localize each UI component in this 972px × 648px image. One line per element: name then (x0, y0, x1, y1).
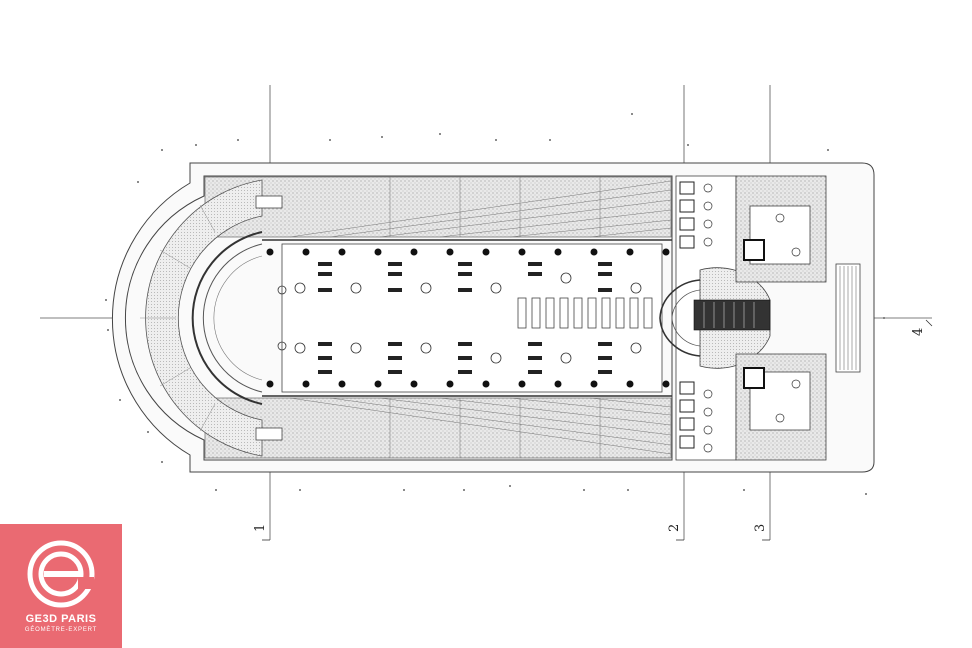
nave (262, 239, 672, 397)
west-apse (140, 179, 283, 457)
axis-ticks (262, 319, 933, 541)
axis-label-3: 3 (753, 524, 768, 532)
annotation-marks (105, 113, 885, 495)
ge3d-logo: GE3D PARIS GÉOMÈTRE-EXPERT (0, 524, 122, 648)
axis-label-2: 2 (667, 524, 682, 532)
chancel (659, 175, 861, 461)
axis-label-1: 1 (253, 524, 268, 532)
ge3d-emblem-icon (27, 540, 95, 608)
logo-subtitle: GÉOMÈTRE-EXPERT (24, 627, 98, 633)
logo-title: GE3D PARIS (25, 613, 97, 625)
axis-label-4: 4 (911, 328, 926, 336)
north-aisle (204, 176, 672, 238)
south-aisle (204, 397, 672, 459)
